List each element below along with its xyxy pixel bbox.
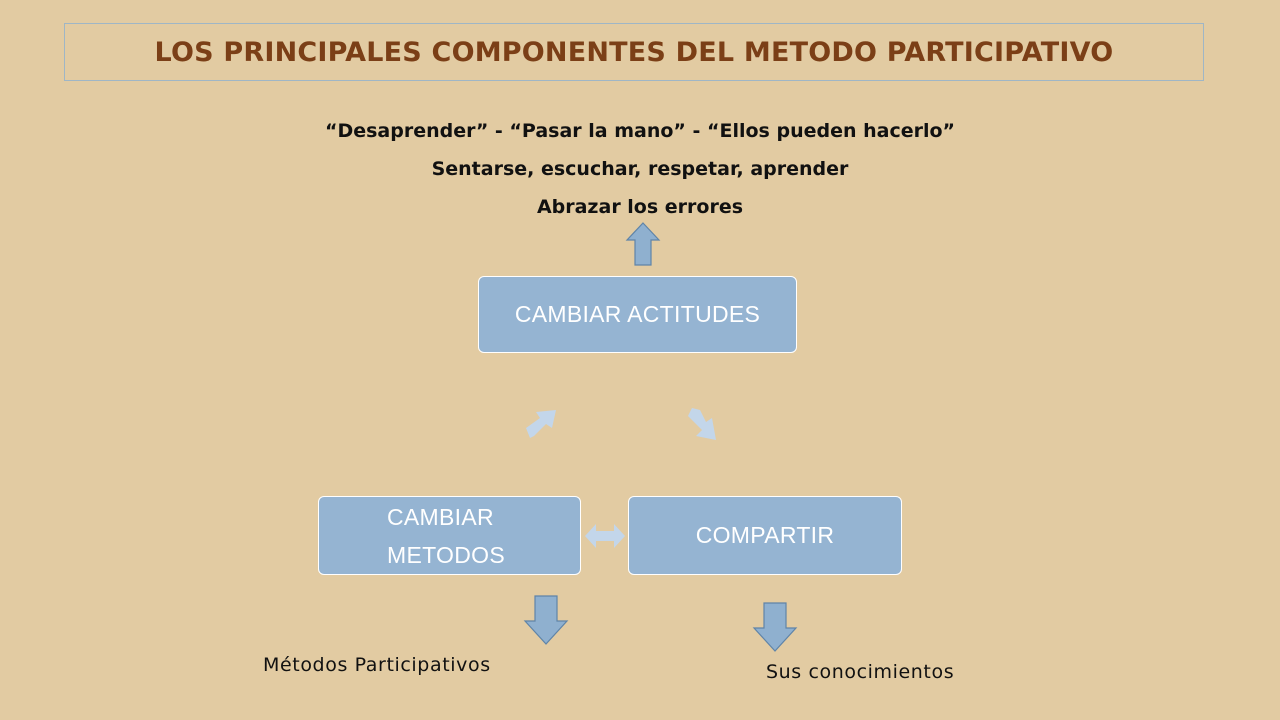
cycle-box-label: COMPARTIR <box>695 522 835 548</box>
cycle-box-label-line1: CAMBIAR <box>387 503 494 530</box>
cycle-arrow-downright-icon <box>688 408 716 440</box>
bullet-list: “Desaprender” - “Pasar la mano” - “Ellos… <box>0 112 1280 226</box>
caption-sus-conocimientos: Sus conocimientos <box>766 661 955 683</box>
down-arrow-left-icon <box>523 595 569 645</box>
cycle-arrow-upright-icon <box>526 410 556 438</box>
cycle-box-label-line2: METODOS <box>387 541 505 568</box>
down-arrow-right-icon <box>752 602 798 652</box>
bullet-line-2: Sentarse, escuchar, respetar, aprender <box>431 158 849 180</box>
bullet-line-1: “Desaprender” - “Pasar la mano” - “Ellos… <box>324 120 956 142</box>
bullet-line-3: Abrazar los errores <box>536 196 744 218</box>
up-arrow-icon <box>625 222 661 266</box>
cycle-box-compartir: COMPARTIR <box>628 496 902 575</box>
caption-metodos-participativos: Métodos Participativos <box>263 654 491 676</box>
title-box: LOS PRINCIPALES COMPONENTES DEL METODO P… <box>64 23 1204 81</box>
cycle-box-cambiar-metodos: CAMBIAR METODOS <box>318 496 581 575</box>
cycle-box-cambiar-actitudes: CAMBIAR ACTITUDES <box>478 276 797 353</box>
page-title: LOS PRINCIPALES COMPONENTES DEL METODO P… <box>154 36 1114 68</box>
cycle-box-label: CAMBIAR ACTITUDES <box>514 301 761 327</box>
double-arrow-icon <box>585 524 625 548</box>
